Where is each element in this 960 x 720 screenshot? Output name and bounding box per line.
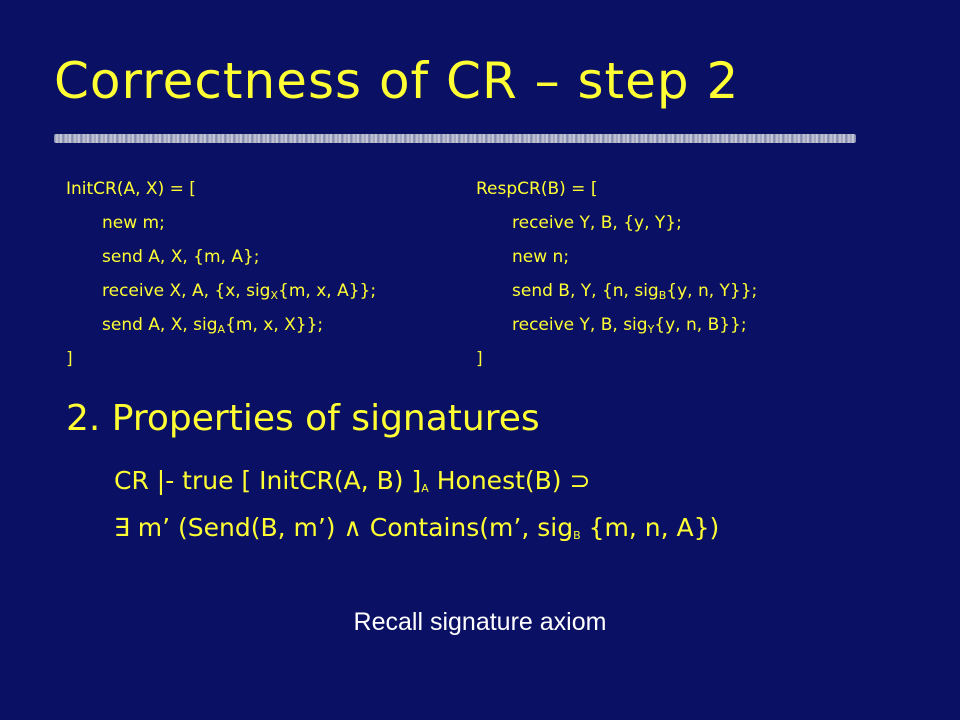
formula-1-post: Honest(B) ⊃ xyxy=(428,466,591,495)
resp-line-1-text: receive Y, B, {y, Y}; xyxy=(512,213,682,233)
title-divider xyxy=(54,134,856,143)
resp-footer: ] xyxy=(476,349,483,369)
resp-line-1: receive Y, B, {y, Y}; xyxy=(476,206,757,240)
init-line-1: new m; xyxy=(66,206,376,240)
footnote: Recall signature axiom xyxy=(353,608,607,636)
resp-line-3: send B, Y, {n, sigB{y, n, Y}}; xyxy=(476,274,757,308)
resp-line-4-sub: Y xyxy=(647,323,655,336)
init-line-4-sub: A xyxy=(217,323,226,336)
init-line-3-pre: receive X, A, {x, sig xyxy=(102,281,271,301)
formula-2-pre: ∃ m’ (Send(B, m’) ∧ Contains(m’, sig xyxy=(114,513,574,542)
init-line-3: receive X, A, {x, sigX{m, x, A}}; xyxy=(66,274,376,308)
init-header: InitCR(A, X) = [ xyxy=(66,179,196,199)
resp-line-3-pre: send B, Y, {n, sig xyxy=(512,281,659,301)
resp-line-3-post: {y, n, Y}}; xyxy=(666,281,758,301)
resp-protocol-block: RespCR(B) = [ receive Y, B, {y, Y}; new … xyxy=(476,172,757,376)
resp-line-4-pre: receive Y, B, sig xyxy=(512,315,648,335)
init-line-1-text: new m; xyxy=(102,213,165,233)
init-line-4-pre: send A, X, sig xyxy=(102,315,218,335)
resp-line-3-sub: B xyxy=(658,289,667,302)
resp-line-2-text: new n; xyxy=(512,247,570,267)
formula-2-post: {m, n, A}) xyxy=(580,513,720,542)
formula-line-2: ∃ m’ (Send(B, m’) ∧ Contains(m’, sigB {m… xyxy=(114,513,719,542)
init-line-2-text: send A, X, {m, A}; xyxy=(102,247,260,267)
section-heading: 2. Properties of signatures xyxy=(66,398,540,439)
formula-line-1: CR |- true [ InitCR(A, B) ]A Honest(B) ⊃ xyxy=(114,466,590,495)
formula-2-sub: B xyxy=(573,529,581,542)
resp-line-4-post: {y, n, B}}; xyxy=(654,315,747,335)
slide-title: Correctness of CR – step 2 xyxy=(54,52,740,110)
init-footer: ] xyxy=(66,349,73,369)
resp-line-4: receive Y, B, sigY{y, n, B}}; xyxy=(476,308,757,342)
resp-header: RespCR(B) = [ xyxy=(476,179,598,199)
init-line-4: send A, X, sigA{m, x, X}}; xyxy=(66,308,376,342)
formula-1-pre: CR |- true [ InitCR(A, B) ] xyxy=(114,466,422,495)
formula-1-sub: A xyxy=(421,482,429,495)
init-line-3-sub: X xyxy=(270,289,279,302)
init-line-3-post: {m, x, A}}; xyxy=(278,281,377,301)
init-line-4-post: {m, x, X}}; xyxy=(225,315,324,335)
resp-line-2: new n; xyxy=(476,240,757,274)
init-protocol-block: InitCR(A, X) = [ new m; send A, X, {m, A… xyxy=(66,172,376,376)
init-line-2: send A, X, {m, A}; xyxy=(66,240,376,274)
